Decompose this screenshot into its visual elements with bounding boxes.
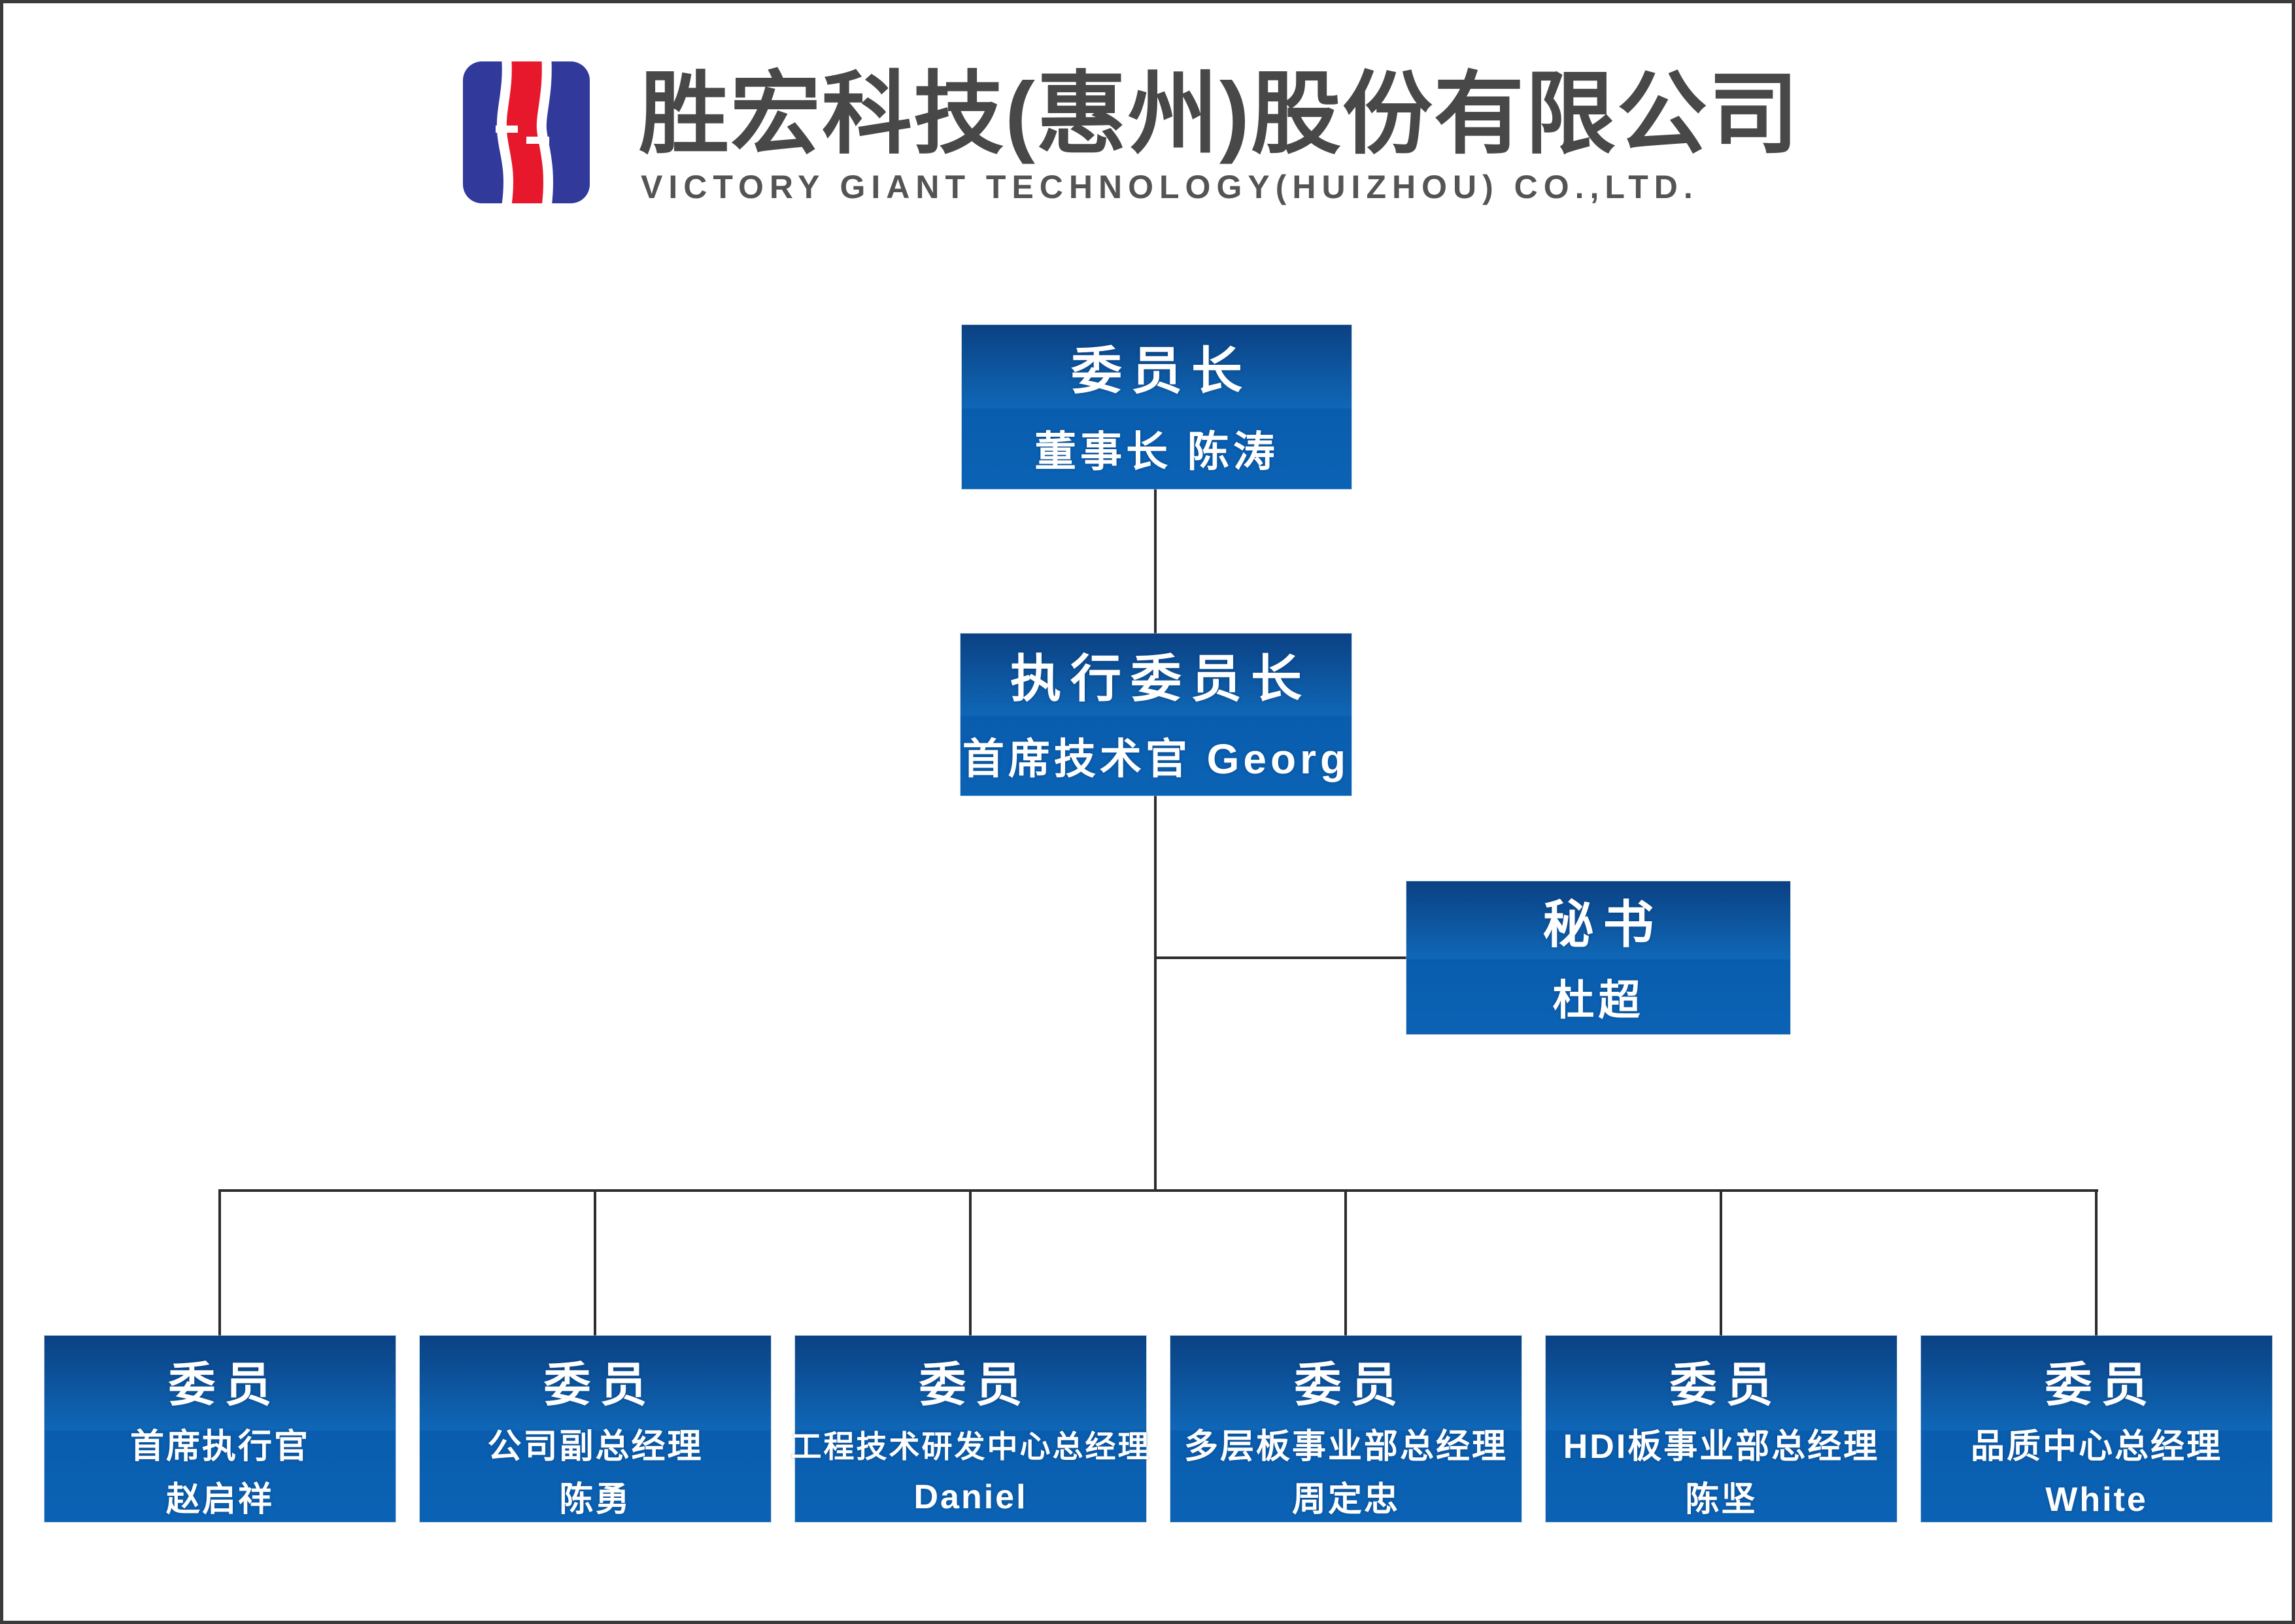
member-role: 工程技术研发中心总经理 bbox=[790, 1429, 1151, 1464]
company-name-english: VICTORY GIANT TECHNOLOGY(HUIZHOU) CO.,LT… bbox=[641, 169, 1699, 205]
connector-branch-secretary bbox=[1155, 956, 1406, 959]
member-title: 委员 bbox=[919, 1359, 1032, 1412]
node-member-quality-gm: 委员 品质中心总经理 White bbox=[1921, 1336, 2272, 1522]
connector-trunk bbox=[1154, 794, 1157, 1192]
node-secretary-person: 杜超 bbox=[1552, 976, 1644, 1024]
member-name: White bbox=[2045, 1480, 2148, 1519]
member-role: 品质中心总经理 bbox=[1970, 1428, 2222, 1466]
node-chairman-person: 董事长 陈涛 bbox=[1034, 428, 1279, 476]
member-name: Daniel bbox=[913, 1478, 1028, 1517]
connector-drop-member-2 bbox=[594, 1189, 596, 1336]
node-member-hdi-gm: 委员 HDI板事业部总经理 陈坚 bbox=[1546, 1336, 1897, 1522]
connector-chairman-to-exec bbox=[1154, 487, 1157, 636]
node-executive-chairman: 执行委员长 首席技术官 Georg bbox=[960, 634, 1352, 796]
member-role: 公司副总经理 bbox=[487, 1428, 704, 1466]
connector-drop-member-3 bbox=[969, 1189, 972, 1336]
node-chairman: 委员长 董事长 陈涛 bbox=[962, 325, 1352, 489]
company-name-chinese: 胜宏科技(惠州)股份有限公司 bbox=[639, 64, 1800, 165]
connector-drop-member-5 bbox=[1720, 1189, 1722, 1336]
member-name: 周定忠 bbox=[1291, 1480, 1400, 1519]
connector-drop-member-1 bbox=[218, 1189, 221, 1336]
node-member-deputy-gm: 委员 公司副总经理 陈勇 bbox=[420, 1336, 771, 1522]
member-title: 委员 bbox=[1294, 1359, 1407, 1412]
connector-drop-member-4 bbox=[1344, 1189, 1347, 1336]
node-executive-chairman-person: 首席技术官 Georg bbox=[962, 736, 1350, 783]
member-role: 多层板事业部总经理 bbox=[1183, 1428, 1508, 1466]
member-title: 委员 bbox=[168, 1359, 281, 1412]
connector-drop-member-6 bbox=[2095, 1189, 2098, 1336]
node-secretary-title: 秘书 bbox=[1542, 895, 1663, 953]
member-title: 委员 bbox=[2045, 1359, 2158, 1412]
member-role: HDI板事业部总经理 bbox=[1563, 1428, 1880, 1466]
member-name: 陈坚 bbox=[1685, 1480, 1758, 1519]
connector-members-bus bbox=[219, 1189, 2098, 1192]
member-name: 赵启祥 bbox=[165, 1480, 274, 1519]
node-member-ceo: 委员 首席执行官 赵启祥 bbox=[44, 1336, 396, 1522]
member-name: 陈勇 bbox=[559, 1480, 632, 1519]
node-chairman-title: 委员长 bbox=[1070, 342, 1251, 399]
node-secretary: 秘书 杜超 bbox=[1406, 881, 1790, 1034]
company-logo-icon bbox=[463, 61, 590, 203]
node-member-rd-center-gm: 委员 工程技术研发中心总经理 Daniel bbox=[791, 1336, 1149, 1522]
member-role: 首席执行官 bbox=[129, 1428, 310, 1466]
member-title: 委员 bbox=[1669, 1359, 1782, 1412]
node-executive-chairman-title: 执行委员长 bbox=[1010, 650, 1311, 708]
node-member-multilayer-gm: 委员 多层板事业部总经理 周定忠 bbox=[1170, 1336, 1522, 1522]
member-title: 委员 bbox=[543, 1359, 656, 1412]
